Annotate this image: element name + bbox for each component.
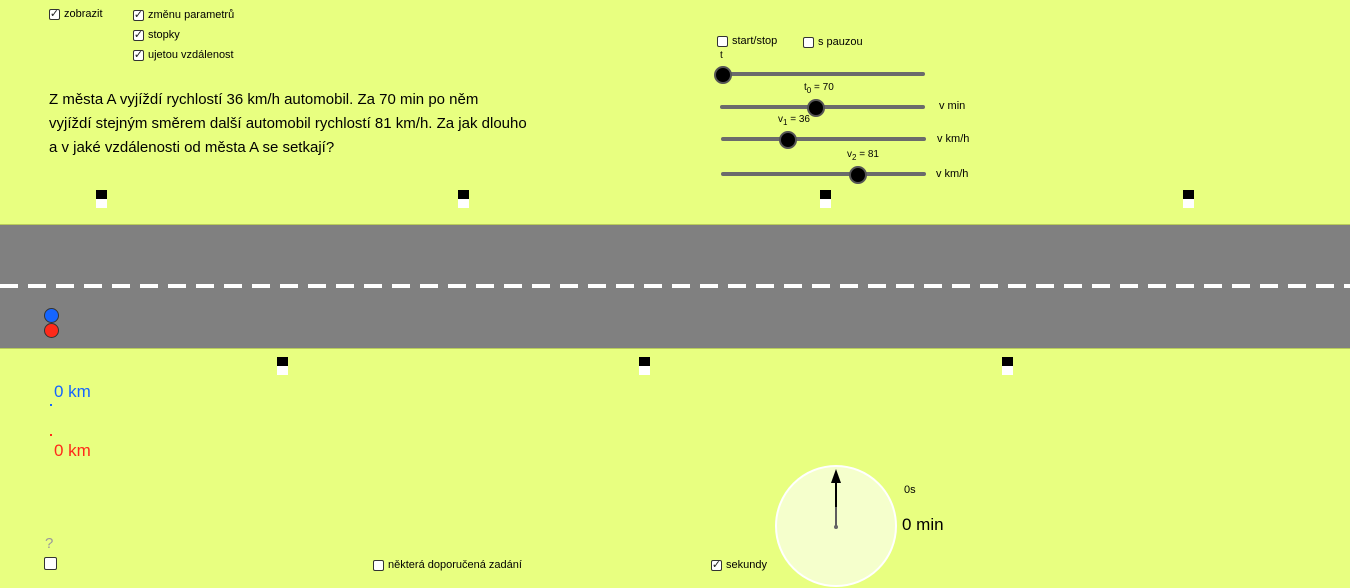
stopwatch-dial [775, 465, 897, 587]
stopwatch-seconds: 0s [904, 484, 916, 496]
help-checkbox[interactable] [44, 557, 57, 570]
slider-v1-handle[interactable] [779, 131, 797, 149]
help-question-icon[interactable]: ? [45, 535, 54, 552]
distance-marker [277, 357, 288, 375]
start-stop-label: start/stop [732, 35, 778, 47]
show-checkbox[interactable]: ✓ zobrazit [49, 8, 103, 20]
checkbox-unchecked-icon[interactable] [44, 557, 57, 570]
change-parameters-checkbox[interactable]: ✓ změnu parametrů [133, 9, 234, 21]
stopwatch-label: stopky [148, 29, 180, 41]
distance-marker [96, 190, 107, 208]
slider-v2-unit: v km/h [936, 168, 969, 180]
checkbox-checked-icon[interactable]: ✓ [133, 48, 144, 61]
distance-marker [639, 357, 650, 375]
slider-v1-unit: v km/h [937, 133, 970, 145]
seconds-label: sekundy [726, 559, 767, 571]
change-parameters-label: změnu parametrů [148, 9, 235, 21]
distance-traveled-checkbox[interactable]: ✓ ujetou vzdálenost [133, 49, 234, 61]
stopwatch-minutes: 0 min [902, 515, 944, 534]
distance-marker [458, 190, 469, 208]
checkbox-checked-icon[interactable]: ✓ [711, 558, 722, 571]
checkbox-unchecked-icon[interactable] [803, 36, 814, 48]
slider-v2-track[interactable] [721, 172, 926, 176]
slider-v1-label: v1 = 36 [778, 114, 810, 127]
problem-text: Z města A vyjíždí rychlostí 36 km/h auto… [49, 88, 569, 160]
stopwatch-checkbox[interactable]: ✓ stopky [133, 29, 180, 41]
car-2-marker[interactable] [44, 323, 59, 338]
seconds-checkbox[interactable]: ✓ sekundy [711, 559, 767, 571]
slider-t-track[interactable] [722, 72, 925, 76]
car-1-distance: 0 km [54, 382, 91, 401]
problem-line-2: vyjíždí stejným směrem další automobil r… [49, 115, 527, 132]
road [0, 224, 1350, 349]
stopwatch-hand-icon [831, 469, 841, 529]
distance-traveled-label: ujetou vzdálenost [148, 49, 234, 61]
distance-marker [1183, 190, 1194, 208]
problem-line-3: a v jaké vzdálenosti od města A se setka… [49, 139, 335, 156]
with-pause-checkbox[interactable]: s pauzou [803, 36, 863, 48]
checkbox-unchecked-icon[interactable] [717, 35, 728, 47]
show-label: zobrazit [64, 8, 103, 20]
car-2-distance-dot [50, 434, 52, 436]
car-2-distance: 0 km [54, 441, 91, 460]
problem-line-1: Z města A vyjíždí rychlostí 36 km/h auto… [49, 91, 479, 108]
recommended-tasks-checkbox[interactable]: některá doporučená zadání [373, 559, 522, 571]
distance-marker [1002, 357, 1013, 375]
slider-t0-unit: v min [939, 100, 966, 112]
slider-t-handle[interactable] [714, 66, 732, 84]
checkbox-checked-icon[interactable]: ✓ [133, 8, 144, 21]
checkbox-checked-icon[interactable]: ✓ [49, 7, 60, 20]
car-1-distance-dot [50, 404, 52, 406]
checkbox-checked-icon[interactable]: ✓ [133, 28, 144, 41]
distance-marker [820, 190, 831, 208]
start-stop-checkbox[interactable]: start/stop [717, 35, 777, 47]
road-center-line [0, 284, 1350, 288]
slider-v2-handle[interactable] [849, 166, 867, 184]
slider-v1-track[interactable] [721, 137, 926, 141]
slider-t-label: t [720, 50, 723, 61]
with-pause-label: s pauzou [818, 36, 863, 48]
slider-v2-label: v2 = 81 [847, 149, 879, 162]
recommended-tasks-label: některá doporučená zadání [388, 559, 522, 571]
slider-t0-label: t0 = 70 [804, 82, 834, 95]
car-1-marker[interactable] [44, 308, 59, 323]
slider-t0-handle[interactable] [807, 99, 825, 117]
checkbox-unchecked-icon[interactable] [373, 559, 384, 571]
